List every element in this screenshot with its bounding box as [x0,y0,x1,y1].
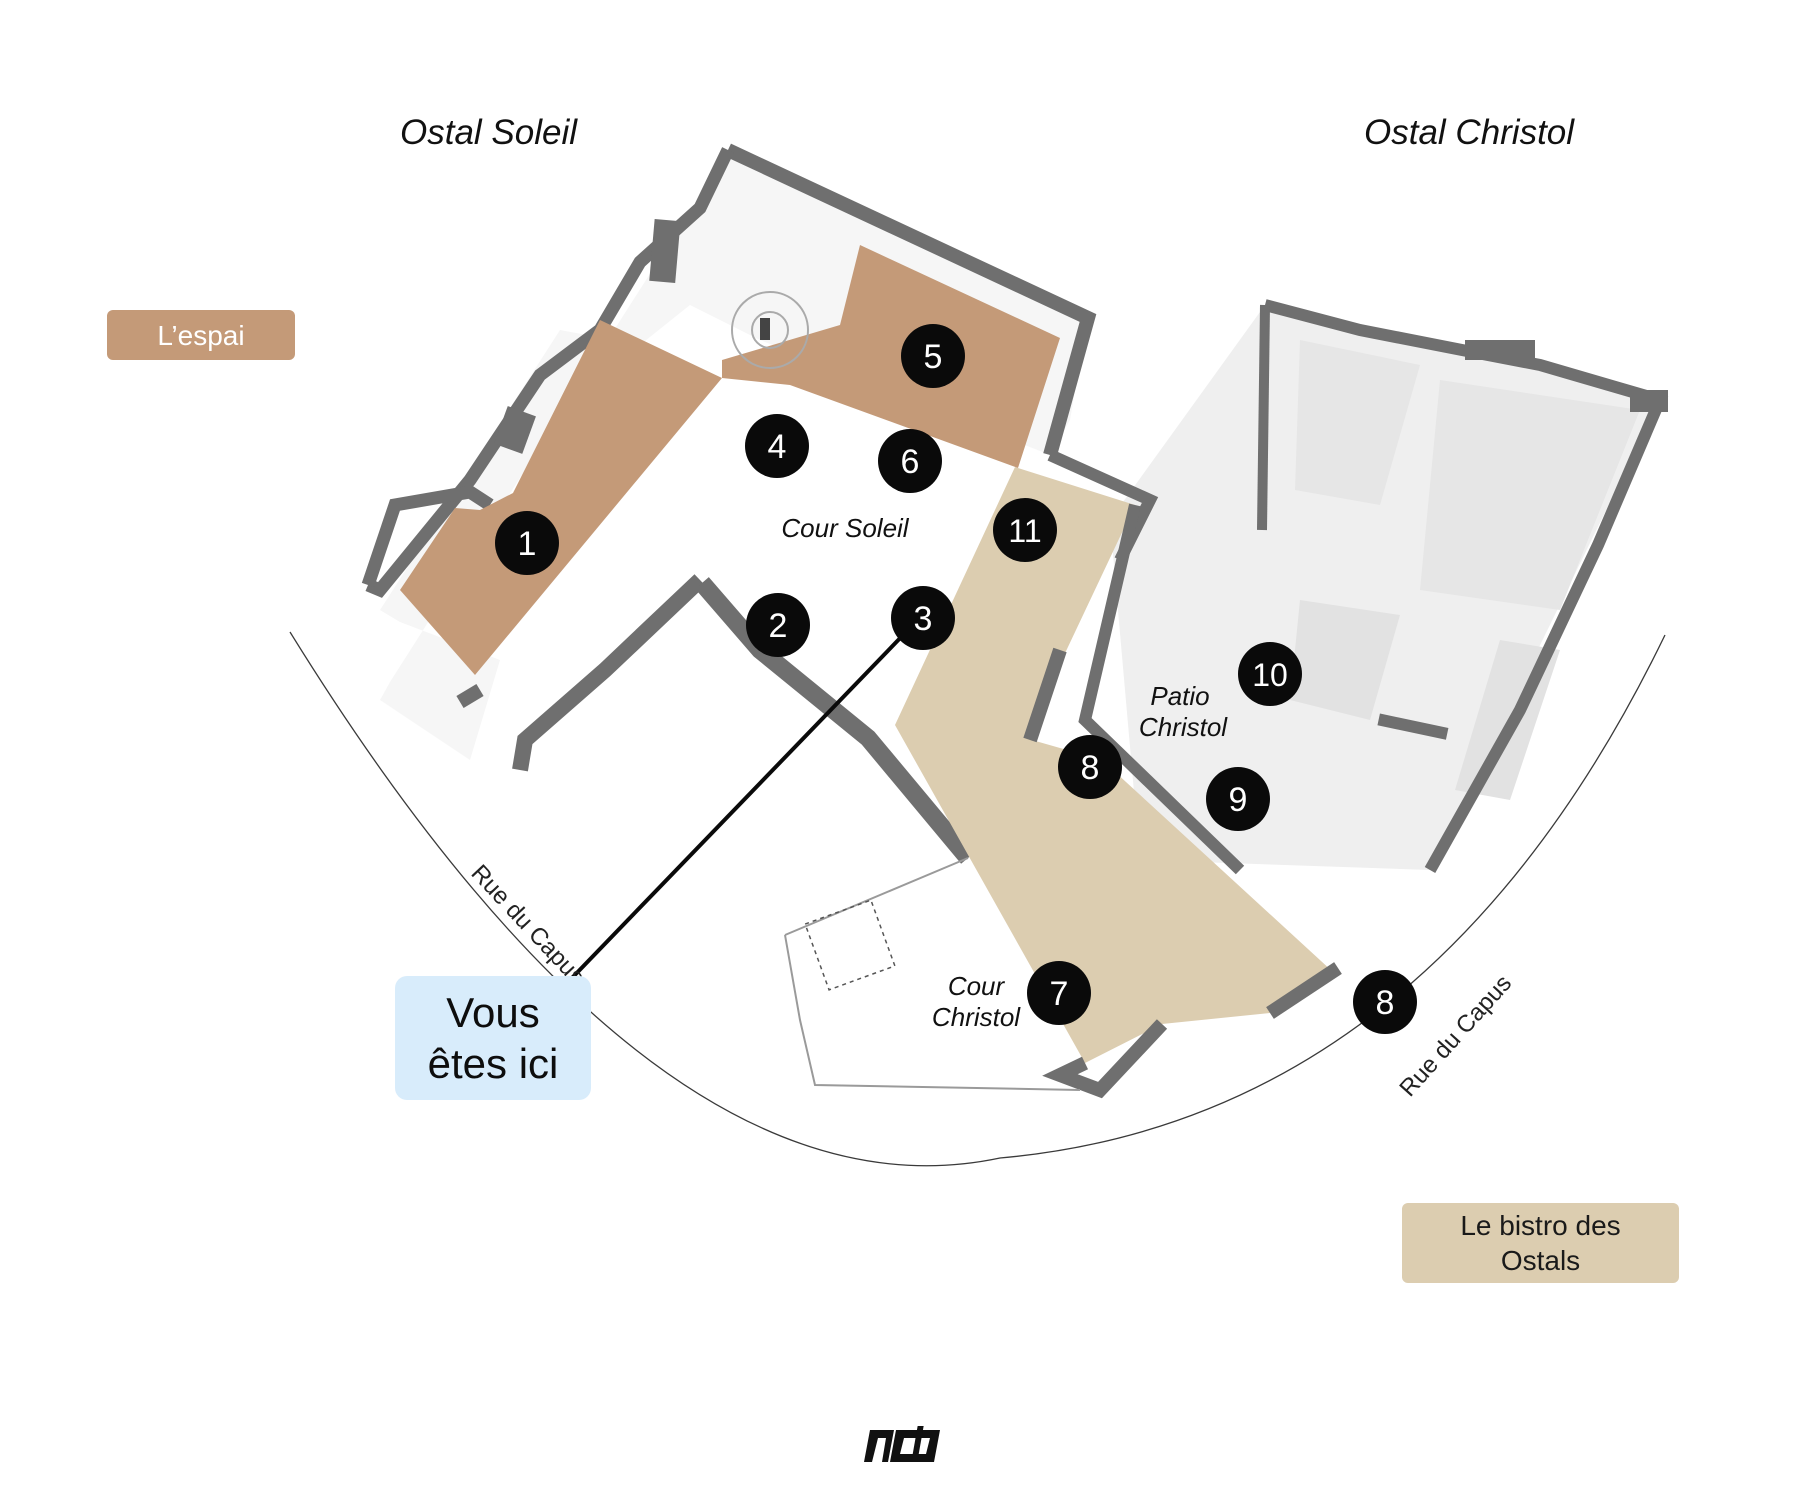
marker-6[interactable]: 6 [878,429,942,493]
marker-11-number: 11 [1008,513,1041,549]
ostals-logo-icon [864,1426,940,1462]
you-are-here-pointer [568,630,908,982]
ostal-christol-title: Ostal Christol [1364,113,1575,152]
marker-1-number: 1 [518,525,537,563]
stair-icon [731,291,809,369]
marker-9[interactable]: 9 [1206,767,1270,831]
marker-2[interactable]: 2 [746,593,810,657]
marker-7[interactable]: 7 [1027,961,1091,1025]
ostal-christol-building [1110,299,1669,873]
espai-area-room5 [722,245,1060,468]
marker-5[interactable]: 5 [901,324,965,388]
marker-11[interactable]: 11 [993,498,1057,562]
street-label-left: Rue du Capus [466,860,590,991]
marker-8-patio[interactable]: 8 [1058,735,1122,799]
legend-bistro-line1: Le bistro des [1460,1210,1621,1241]
marker-10-number: 10 [1252,657,1288,693]
you-are-here-line1: Vous [446,988,540,1036]
marker-8-street[interactable]: 8 [1353,970,1417,1034]
street-curve [289,631,1666,1167]
marker-7-number: 7 [1050,975,1069,1013]
cour-christol-outline [784,857,1081,1091]
ostal-soleil-title: Ostal Soleil [400,113,578,152]
espai-area-wing [400,320,722,675]
marker-8-street-number: 8 [1376,984,1395,1022]
marker-1[interactable]: 1 [495,511,559,575]
marker-8-patio-number: 8 [1081,749,1100,787]
marker-3[interactable]: 3 [891,586,955,650]
you-are-here-line2: êtes ici [427,1040,559,1087]
marker-3-number: 3 [914,600,933,638]
legend-espai-label: L’espai [157,319,245,351]
cour-christol-label-line1: Cour [948,971,1006,1001]
legend-bistro[interactable]: Le bistro des Ostals [1402,1203,1679,1283]
marker-9-number: 9 [1229,781,1248,819]
marker-4[interactable]: 4 [745,414,809,478]
marker-5-number: 5 [924,338,943,376]
marker-10[interactable]: 10 [1238,642,1302,706]
marker-6-number: 6 [901,443,920,481]
patio-christol-label-line1: Patio [1150,681,1209,711]
marker-2-number: 2 [769,607,788,645]
legend-bistro-line2: Ostals [1500,1245,1581,1276]
legend-espai[interactable]: L’espai [107,310,295,360]
cour-soleil-label: Cour Soleil [781,513,909,543]
marker-4-number: 4 [768,428,787,466]
patio-christol-label-line2: Christol [1139,712,1228,742]
you-are-here-box: Vous êtes ici [395,976,591,1100]
cour-christol-label-line2: Christol [932,1002,1021,1032]
bistro-area [895,467,1333,1063]
